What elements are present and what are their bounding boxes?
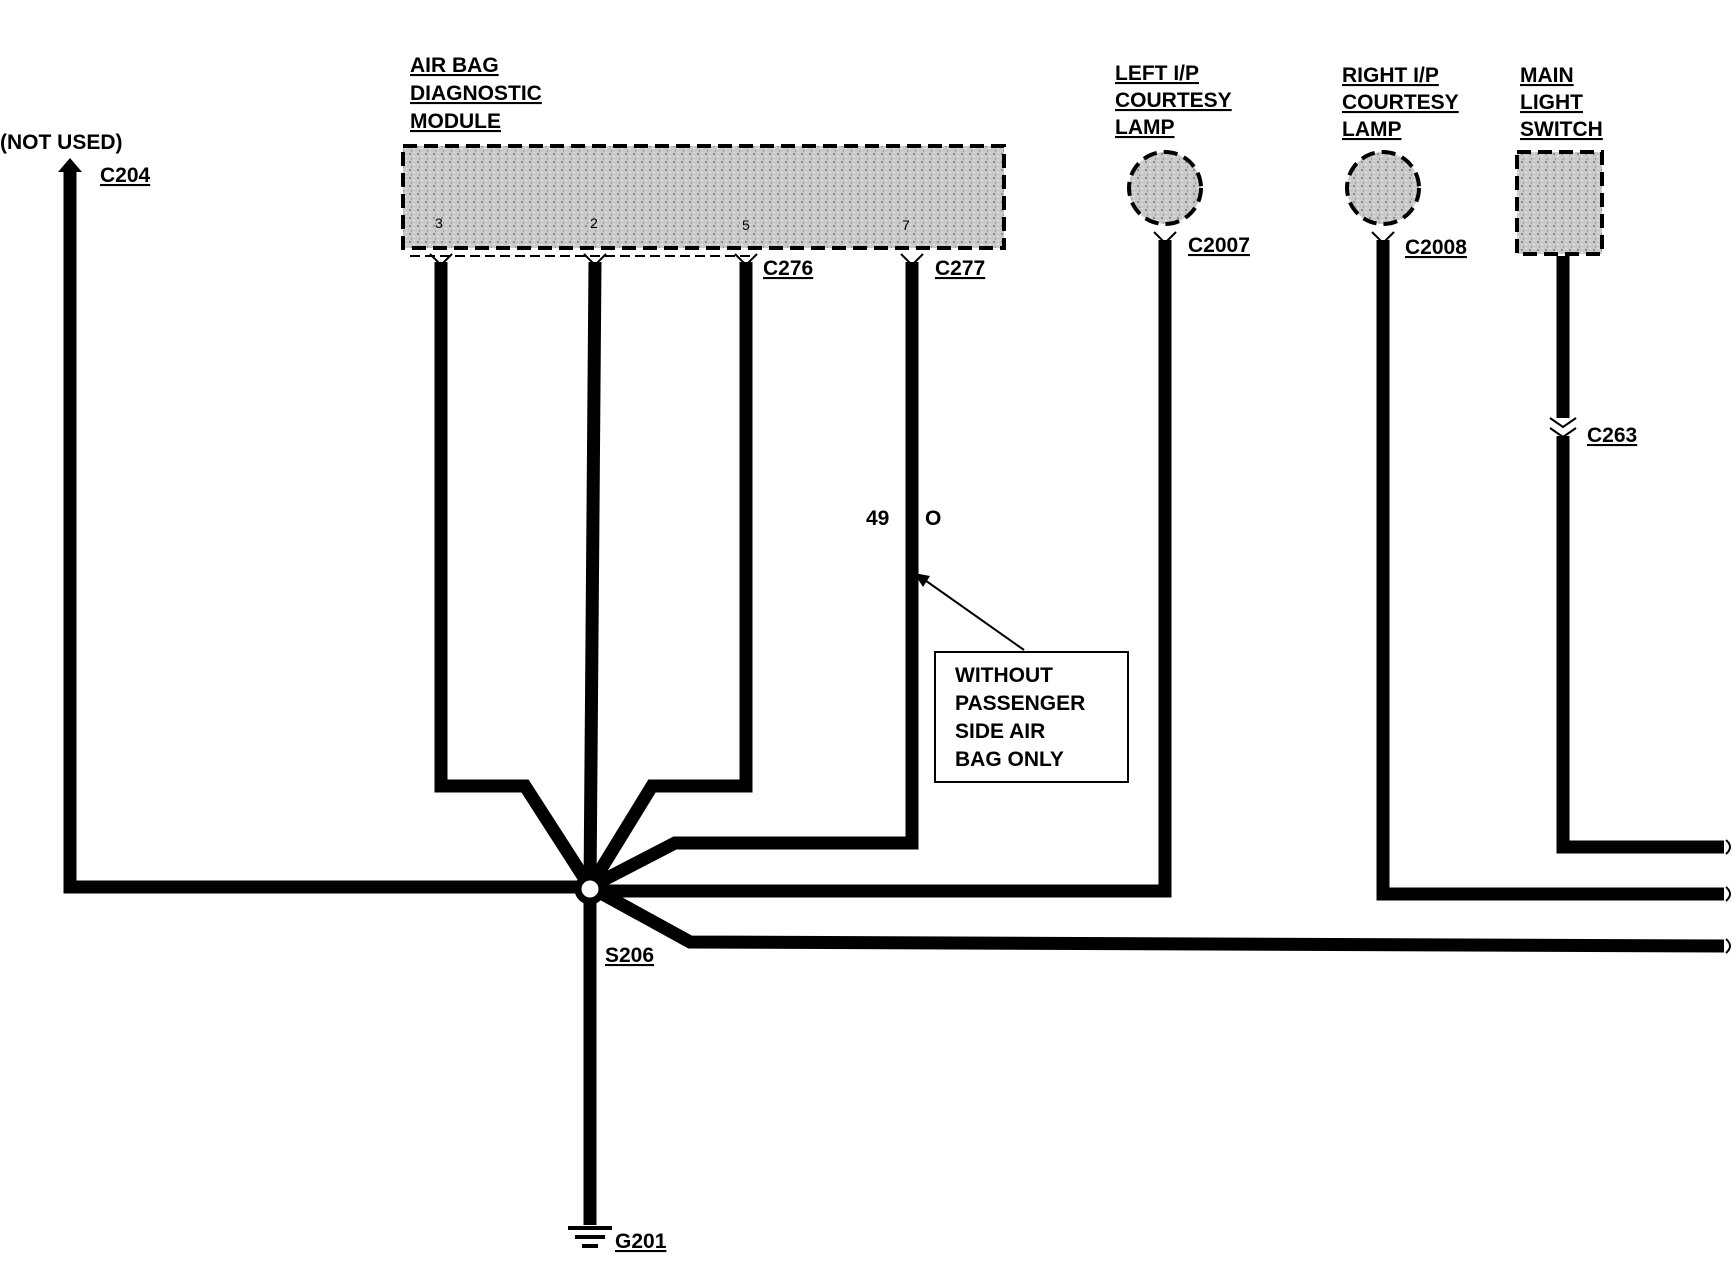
wire-end-mark [1725,839,1731,855]
arrow-up-icon [58,158,82,172]
main-switch-name-line-2: LIGHT [1520,91,1583,114]
connector-c263-label: C263 [1587,424,1637,447]
wire-end-mark [1725,938,1731,954]
connector-c276-label: C276 [763,257,813,280]
connector-c204-label: C204 [100,164,151,187]
main-switch-box [1515,150,1604,256]
left-lamp-name-line-1: LEFT I/P [1115,62,1199,85]
wire-right-lamp [1376,240,1724,901]
wire-left-lamp [590,240,1172,898]
left-lamp-icon [1127,150,1203,226]
not-used-label: (NOT USED) [0,131,123,154]
main-switch-name-line-3: SWITCH [1520,118,1603,141]
wire-airbag-pin2 [583,261,602,888]
wire-continuation [586,881,1725,953]
airbag-module-name-line-2: DIAGNOSTIC [410,82,542,105]
note-line-3: SIDE AIR [955,720,1045,743]
wire-end-mark [1725,886,1731,902]
pin-terminal-icon [900,253,924,267]
note-arrow-icon [914,573,930,587]
note-line-2: PASSENGER [955,692,1085,715]
pin-terminal-icon [583,253,607,267]
left-lamp-name-line-2: COURTESY [1115,89,1232,112]
inline-connector-icon [1549,417,1577,439]
airbag-pin-2: 2 [590,215,598,231]
airbag-module-name-line-1: AIR BAG [410,54,499,77]
splice-node-icon [574,873,606,905]
airbag-module-box [401,144,1006,250]
wire-airbag-pin3 [434,262,596,891]
ground-label: G201 [615,1230,667,1253]
airbag-pin-3: 3 [435,215,443,231]
connector-c277-label: C277 [935,257,985,280]
right-lamp-name-line-3: LAMP [1342,118,1402,141]
wire-airbag-pin5 [584,262,753,891]
wire-c204 [63,170,590,894]
note-line-4: BAG ONLY [955,748,1064,771]
note-leader-line [921,577,1025,651]
pin-terminal-icon [1153,231,1177,245]
circuit-number: 49 [866,507,889,530]
airbag-pin-5: 5 [742,217,750,233]
connector-c2008-label: C2008 [1405,236,1467,259]
pin-terminal-icon [734,253,758,267]
circuit-color: O [925,507,941,530]
note-box [934,651,1129,783]
pin-terminal-icon [1371,231,1395,245]
left-lamp-name-line-3: LAMP [1115,116,1175,139]
airbag-pin-7: 7 [902,217,910,233]
right-lamp-icon [1345,150,1421,226]
splice-label: S206 [605,944,654,967]
wire-main-light-switch [1556,256,1724,854]
pin-terminal-icon [429,253,453,267]
wire-airbag-pin7 [587,262,919,893]
connector-c2007-label: C2007 [1188,234,1250,257]
right-lamp-name-line-1: RIGHT I/P [1342,64,1439,87]
right-lamp-name-line-2: COURTESY [1342,91,1459,114]
note-line-1: WITHOUT [955,664,1053,687]
airbag-module-name-line-3: MODULE [410,110,501,133]
main-switch-name-line-1: MAIN [1520,64,1574,87]
